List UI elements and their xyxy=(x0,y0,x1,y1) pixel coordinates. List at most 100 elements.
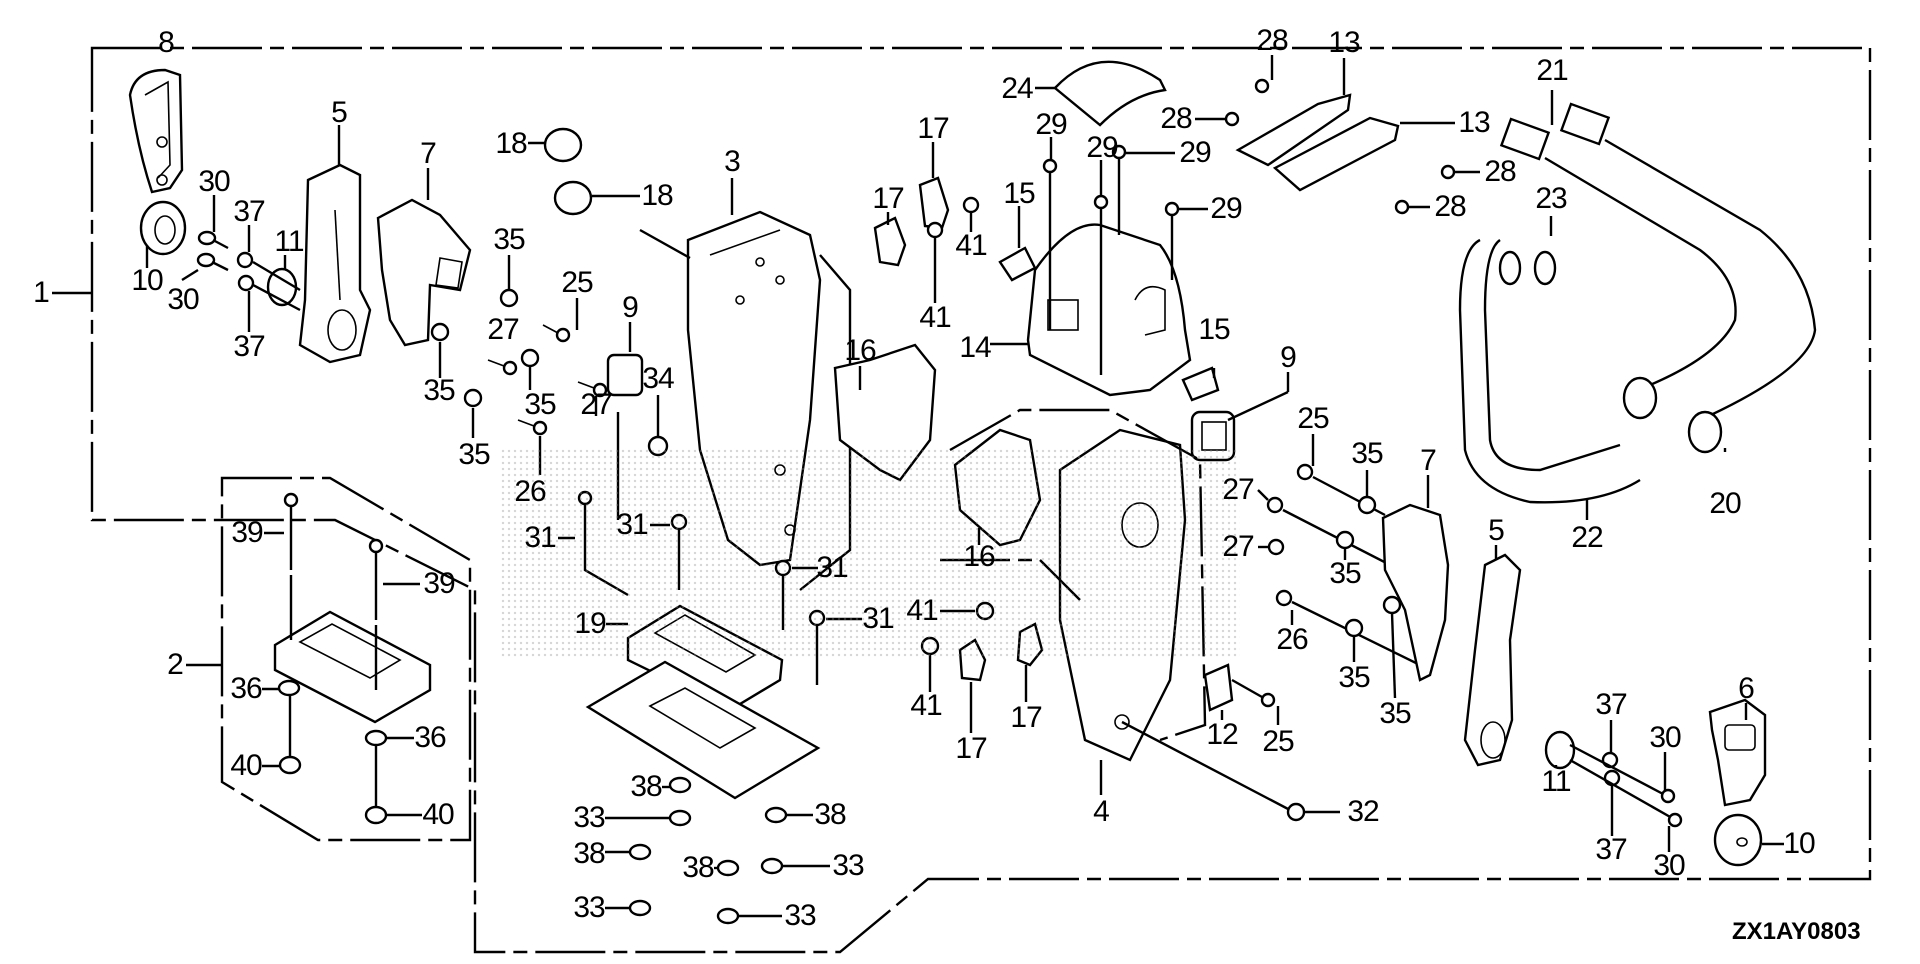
callout: 11 xyxy=(1541,765,1571,798)
callout: 22 xyxy=(1571,521,1603,554)
callout: 35 xyxy=(1351,437,1383,470)
callout: 9 xyxy=(622,291,639,324)
callout: 12 xyxy=(1206,718,1238,751)
callout: 29 xyxy=(1210,192,1242,225)
callout: 35 xyxy=(458,438,490,471)
callout: 29 xyxy=(1179,136,1211,169)
gasket xyxy=(585,660,821,800)
part-5-lever-arm-right xyxy=(1463,553,1522,767)
part-2-spacer xyxy=(273,610,432,724)
callout: 16 xyxy=(844,334,876,367)
callout: 1 xyxy=(33,276,50,309)
callout: 40 xyxy=(422,798,454,831)
callout: 13 xyxy=(1458,106,1490,139)
callout: 23 xyxy=(1535,182,1567,215)
callout: 35 xyxy=(423,374,455,407)
callout: 37 xyxy=(233,330,265,363)
part-16-plate-right xyxy=(953,428,1042,547)
part-15-clips xyxy=(998,246,1220,402)
callout: 17 xyxy=(1010,701,1042,734)
callout: 41 xyxy=(919,301,951,334)
callout: 29 xyxy=(1086,131,1118,164)
part-7-cover xyxy=(376,198,472,347)
callout: 35 xyxy=(493,223,525,256)
drawing-code: ZX1AY0803 xyxy=(1732,918,1861,945)
callout: 19 xyxy=(574,607,606,640)
callout: 37 xyxy=(1595,688,1627,721)
part-19-plate xyxy=(626,604,784,712)
part-29-screws xyxy=(1042,137,1208,375)
part-39-bolts xyxy=(264,492,420,690)
assembly-1-frame xyxy=(90,46,1872,954)
callout: 31 xyxy=(816,551,848,584)
part-31-bolts xyxy=(558,490,862,685)
part-3-housing xyxy=(686,210,822,567)
part-9-grommet-right xyxy=(1190,410,1236,462)
callout: 28 xyxy=(1484,155,1516,188)
callout: 18 xyxy=(495,127,527,160)
callout: 2 xyxy=(167,648,184,681)
callout: 35 xyxy=(1379,697,1411,730)
callout: 10 xyxy=(1783,827,1815,860)
callout: 27 xyxy=(1222,473,1254,506)
callout: 5 xyxy=(331,96,348,129)
fasteners-lower-right xyxy=(1544,720,1683,852)
callout: 15 xyxy=(1003,177,1035,210)
callout: 25 xyxy=(1262,725,1294,758)
callout: 17 xyxy=(872,182,904,215)
callout: 36 xyxy=(414,721,446,754)
callout: 17 xyxy=(955,732,987,765)
part-14-top-cover xyxy=(1026,223,1192,397)
callout: 35 xyxy=(1329,557,1361,590)
callout: 30 xyxy=(1649,721,1681,754)
callout: 26 xyxy=(1276,623,1308,656)
callout: 30 xyxy=(1653,849,1685,882)
callout: 7 xyxy=(1420,444,1437,477)
shading-pattern xyxy=(500,448,1240,658)
callout: 7 xyxy=(420,137,437,170)
callout: 30 xyxy=(198,165,230,198)
callout: 41 xyxy=(955,229,987,262)
small-fasteners-left xyxy=(181,195,301,332)
part-17-clamps-top xyxy=(873,176,980,267)
callout: 39 xyxy=(231,516,263,549)
part-17-clamps-lower xyxy=(920,601,1044,682)
callout: 31 xyxy=(524,521,556,554)
part-38-33-washers-nuts xyxy=(605,776,830,925)
callout: 41 xyxy=(910,689,942,722)
callout: 18 xyxy=(641,179,673,212)
callout: 4 xyxy=(1093,795,1110,828)
callout: 17 xyxy=(917,112,949,145)
callout: 28 xyxy=(1434,190,1466,223)
part-5-lever-arm xyxy=(298,163,372,364)
assembly-2-frame xyxy=(220,476,472,842)
callout: 33 xyxy=(573,891,605,924)
callout: 28 xyxy=(1160,102,1192,135)
part-10-knob-right xyxy=(1713,813,1763,867)
callout: 9 xyxy=(1280,341,1297,374)
callout: 38 xyxy=(682,851,714,884)
callout: 41 xyxy=(906,594,938,627)
part-7-cover-right xyxy=(1381,503,1450,682)
callout: 28 xyxy=(1256,24,1288,57)
fasteners-right xyxy=(1257,434,1421,699)
callout: 33 xyxy=(573,801,605,834)
callout: 35 xyxy=(1338,661,1370,694)
callout: 27 xyxy=(580,388,612,421)
callout: 34 xyxy=(642,362,674,395)
callout: 30 xyxy=(167,283,199,316)
callout: 26 xyxy=(514,475,546,508)
callout: 5 xyxy=(1488,514,1505,547)
callout: 33 xyxy=(784,899,816,932)
part-36-40-washers-nuts xyxy=(262,679,422,825)
part-10-knob xyxy=(139,200,187,256)
small-fasteners-middle xyxy=(430,255,669,475)
callout: 40 xyxy=(230,749,262,782)
harness-cables xyxy=(1458,102,1817,504)
callout: 25 xyxy=(1297,402,1329,435)
callout: 31 xyxy=(862,602,894,635)
part-12-clip xyxy=(1203,663,1234,712)
callout: 35 xyxy=(524,388,556,421)
callout: 21 xyxy=(1536,54,1568,87)
